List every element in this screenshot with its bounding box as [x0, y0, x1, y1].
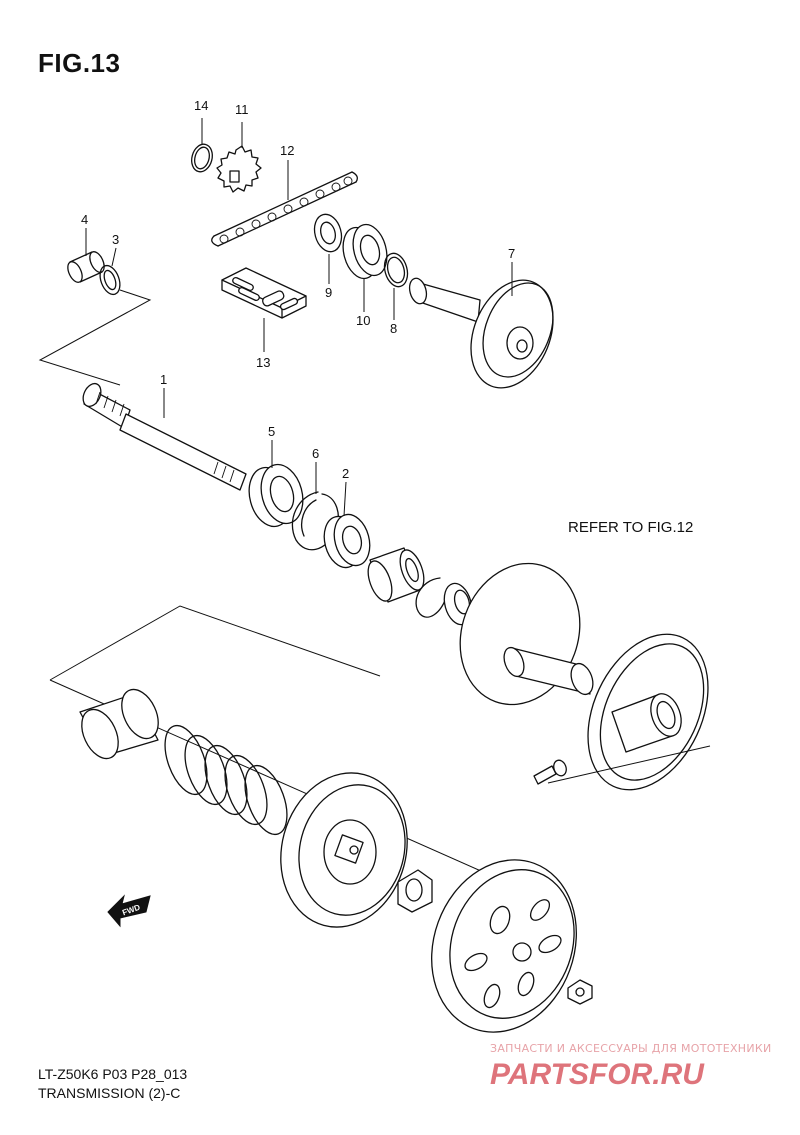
- spacer-sleeve: [79, 688, 159, 760]
- callout-6: 6: [312, 446, 319, 461]
- callout-10: 10: [356, 313, 370, 328]
- leader-pin: [547, 745, 711, 784]
- part-10-bearing: [342, 223, 388, 280]
- callout-13: 13: [256, 355, 270, 370]
- part-8-ring: [383, 252, 409, 288]
- clutch-shoe-assembly: [280, 772, 408, 928]
- clutch-nut: [397, 869, 433, 913]
- callout-9: 9: [325, 285, 332, 300]
- model-code: LT-Z50K6 P03 P28_013: [38, 1066, 188, 1082]
- part-2-bearing: [323, 513, 371, 569]
- fwd-arrow: FWD: [107, 894, 151, 928]
- callout-11: 11: [235, 102, 249, 117]
- part-5-bearing: [248, 463, 304, 528]
- watermark-tagline: ЗАПЧАСТИ И АКСЕССУАРЫ ДЛЯ МОТОТЕХНИКИ: [490, 1042, 772, 1055]
- part-7-gear-shaft: [408, 277, 554, 389]
- part-14-circlip: [191, 143, 213, 173]
- callout-7: 7: [508, 246, 515, 261]
- callout-12: 12: [280, 143, 294, 158]
- part-13-master-link: [221, 267, 307, 319]
- part-6-circlip: [291, 491, 339, 551]
- part-4-needle-bearing: [67, 251, 105, 283]
- driven-pulley-rear: [587, 633, 709, 791]
- callout-numbers: 14 11 12 4 3 9 10 8 7 13 1 5 6 2: [81, 98, 515, 481]
- callout-8: 8: [390, 321, 397, 336]
- part-12-chain: [211, 171, 358, 247]
- part-1-drive-shaft: [82, 382, 247, 491]
- part-11-sprocket: [216, 145, 262, 193]
- part-3-washer: [99, 264, 121, 296]
- callout-1: 1: [160, 372, 167, 387]
- driven-pulley-face: [459, 562, 594, 706]
- housing-nut: [567, 979, 593, 1005]
- callout-14: 14: [194, 98, 208, 113]
- figure-title: FIG.13: [38, 48, 121, 78]
- part-9-oil-seal: [313, 213, 343, 253]
- assembly-boundary-upper: [38, 289, 152, 386]
- compression-spring: [164, 724, 288, 836]
- clutch-housing: [431, 859, 577, 1033]
- watermark-brand: PARTSFOR.RU: [490, 1058, 705, 1091]
- refer-note: REFER TO FIG.12: [568, 519, 694, 536]
- callout-5: 5: [268, 424, 275, 439]
- callout-4: 4: [81, 212, 88, 227]
- callout-leaders: [85, 118, 513, 517]
- section-name: TRANSMISSION (2)-C: [38, 1085, 181, 1101]
- callout-3: 3: [112, 232, 119, 247]
- guide-pin: [533, 759, 567, 785]
- needle-bearing-sleeve: [367, 547, 447, 618]
- callout-2: 2: [342, 466, 349, 481]
